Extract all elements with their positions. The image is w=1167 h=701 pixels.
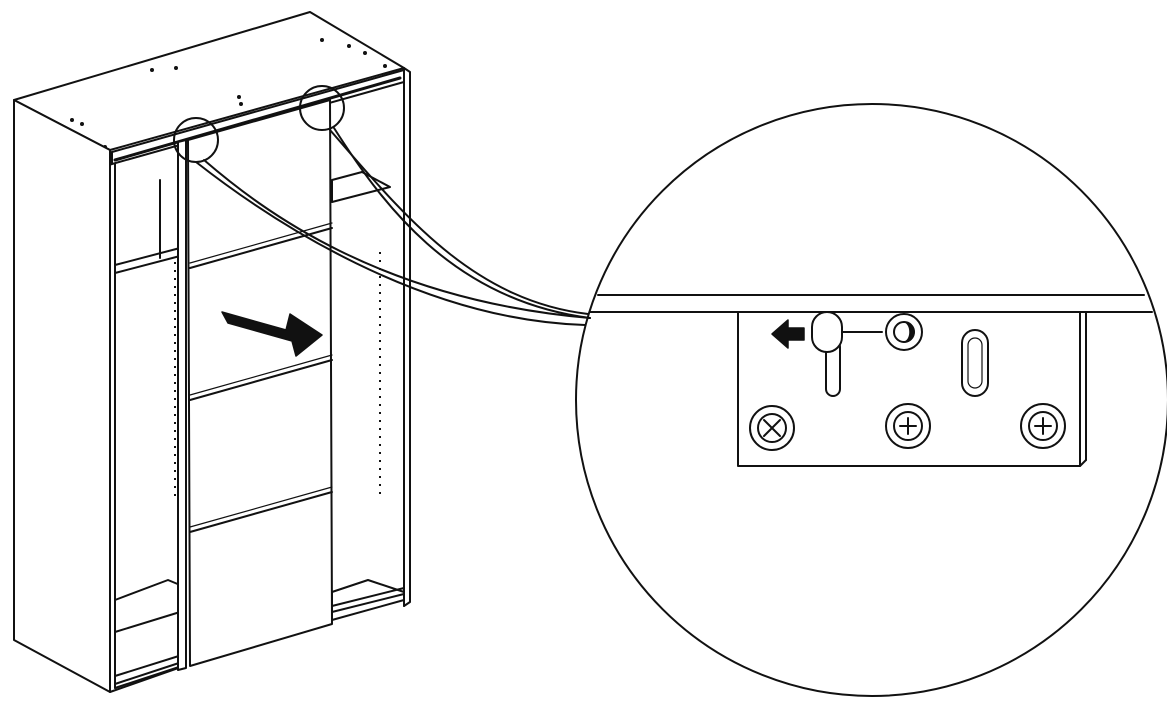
callout-circle-right — [299, 85, 345, 131]
leader-line-4 — [329, 129, 589, 315]
leader-line-3 — [333, 127, 591, 319]
door-panel-divider-2 — [189, 359, 333, 401]
detail-circle — [575, 103, 1167, 697]
door-panel-divider-3 — [189, 491, 333, 533]
phillips-screw-icon — [749, 405, 795, 451]
wardrobe-cabinet — [13, 11, 411, 693]
leader-line-1 — [203, 159, 591, 319]
arrow-left-icon — [771, 319, 805, 349]
leader-line-2 — [195, 161, 586, 326]
cabinet-left-side — [13, 99, 111, 693]
arrow-down-right-icon — [221, 311, 323, 357]
phillips-screw-icon — [885, 403, 931, 449]
detail-magnifier — [575, 103, 1167, 697]
top-panel-holes — [70, 38, 387, 149]
sliding-door — [183, 99, 333, 667]
callout-indicators — [173, 85, 591, 326]
cam-lock-icon — [811, 311, 923, 397]
adjustment-slot — [961, 329, 989, 397]
phillips-screw-icon — [1020, 403, 1066, 449]
